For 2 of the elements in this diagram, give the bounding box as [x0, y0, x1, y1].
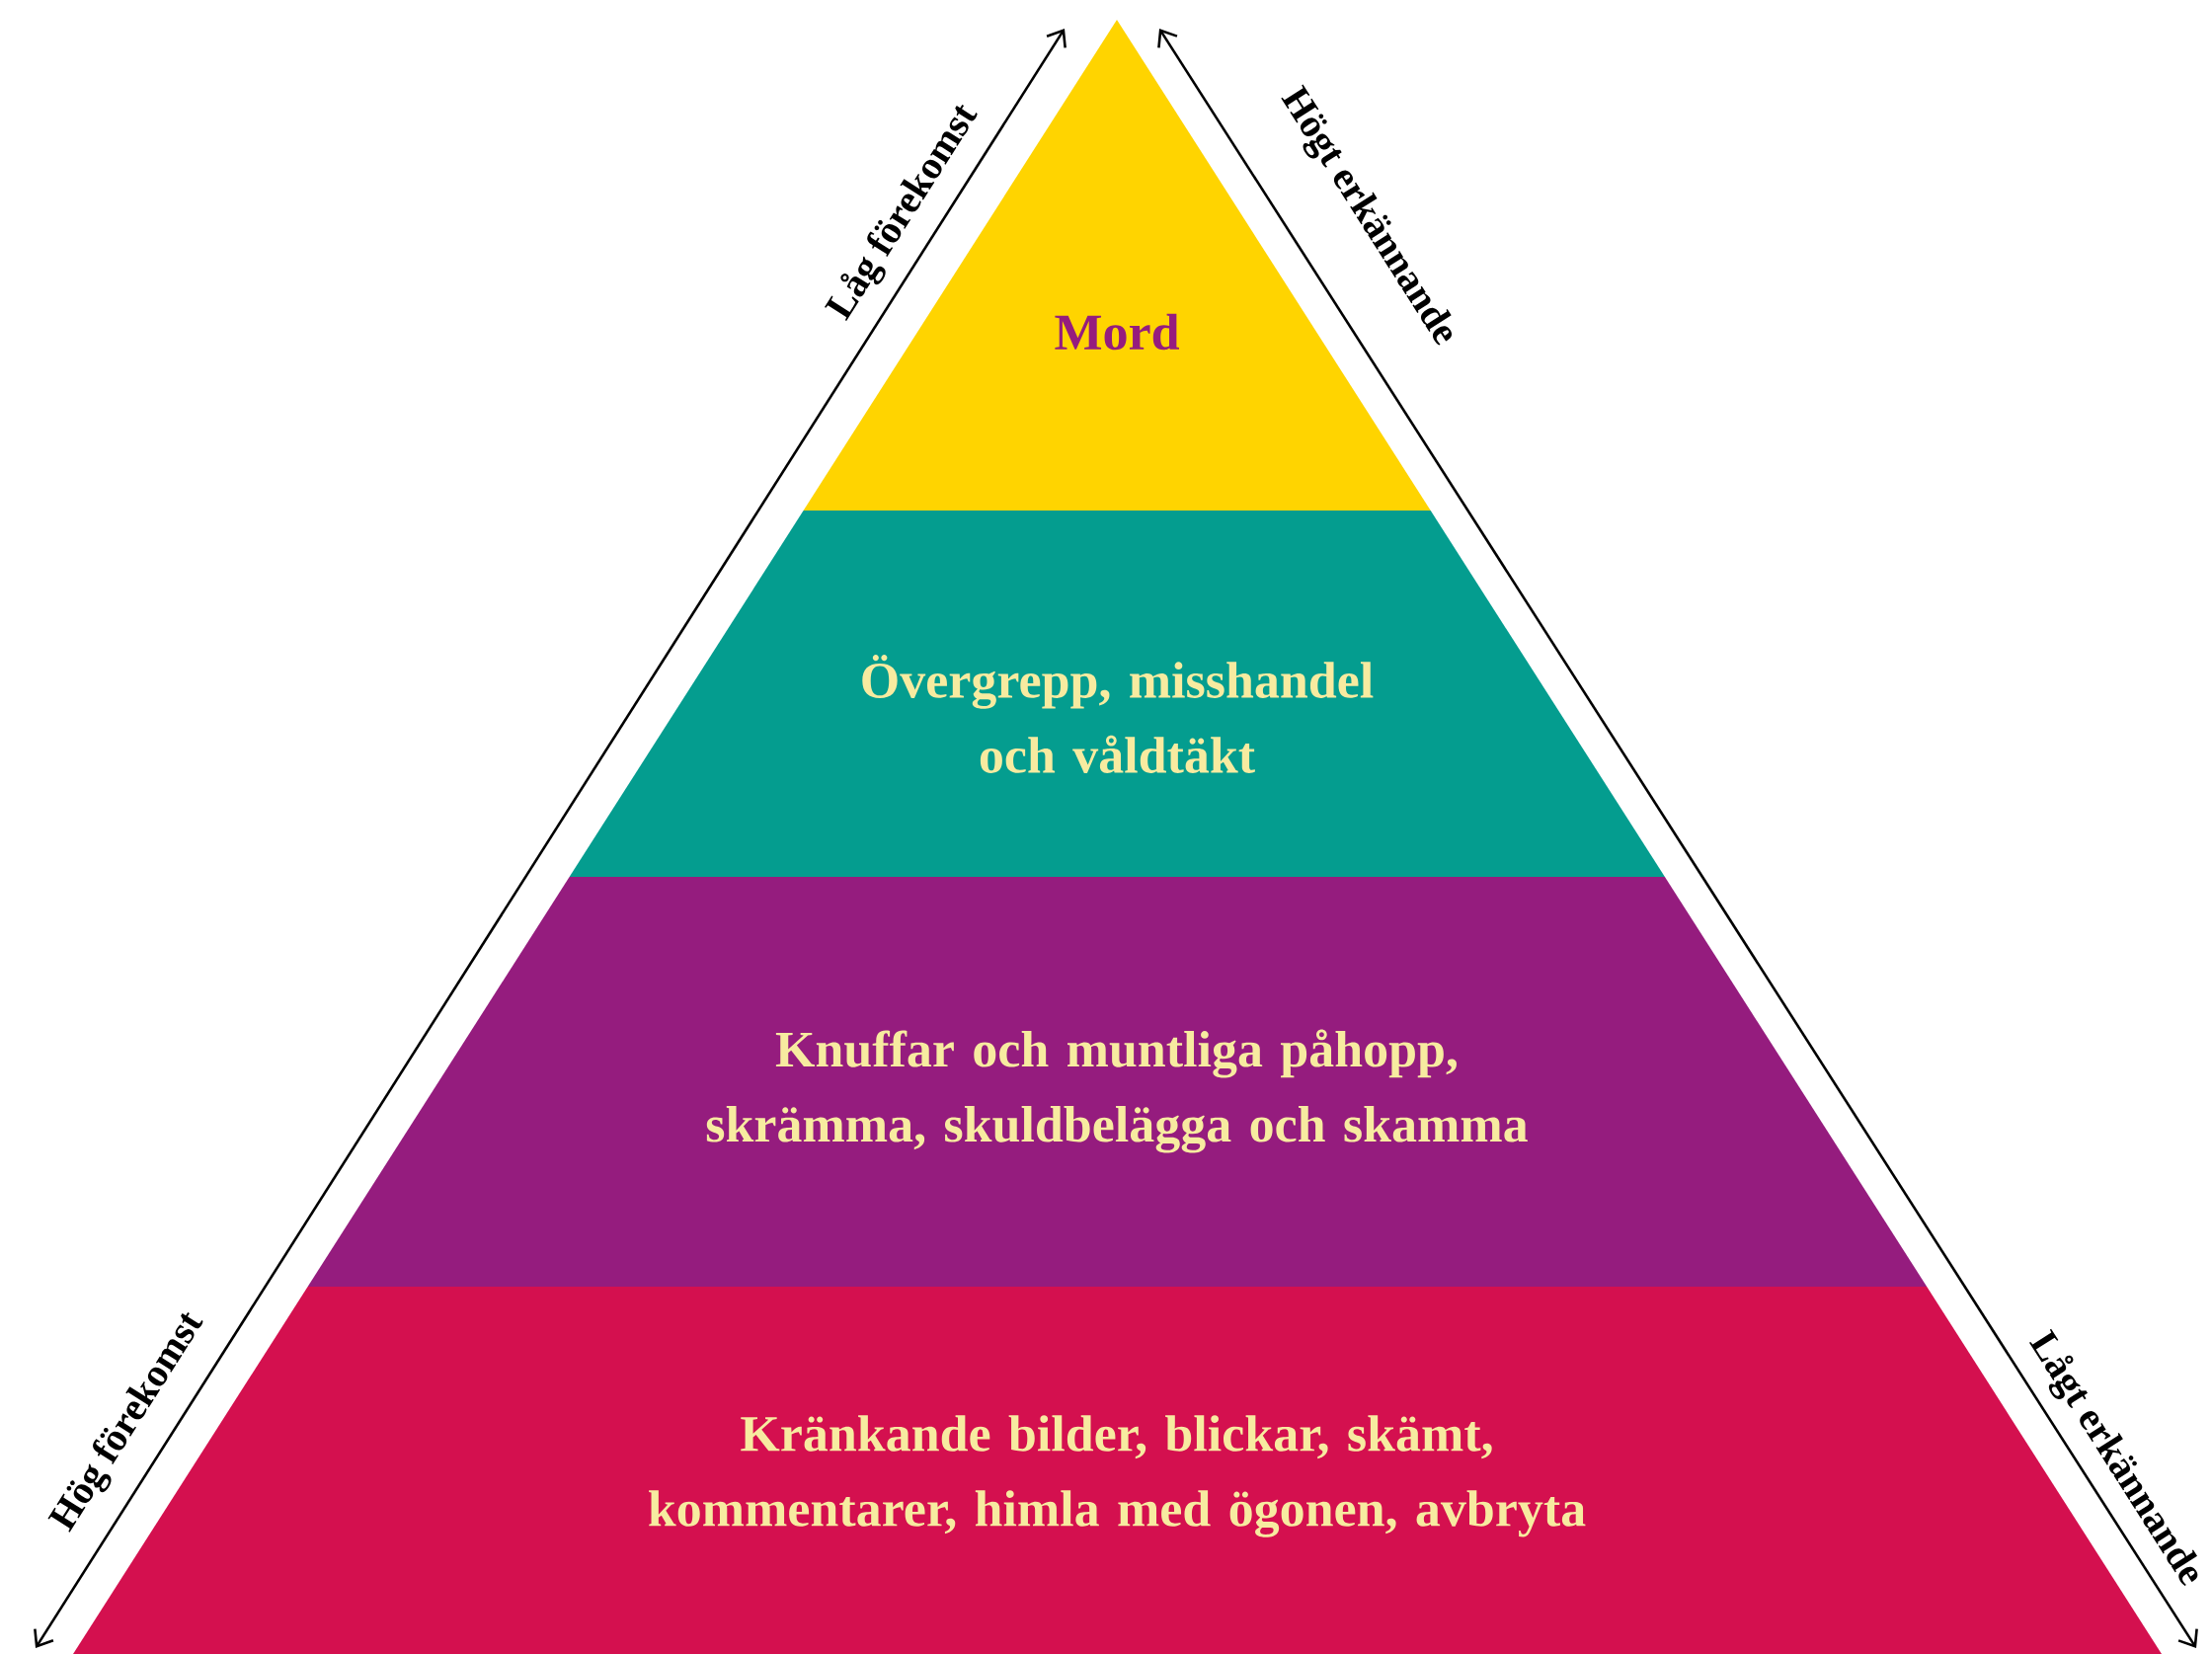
pyramid-band: Övergrepp, misshandel och våldtäkt	[569, 511, 1665, 877]
pyramid-band: Knuffar och muntliga påhopp, skrämma, skuldbelägga och skamma	[307, 877, 1928, 1287]
